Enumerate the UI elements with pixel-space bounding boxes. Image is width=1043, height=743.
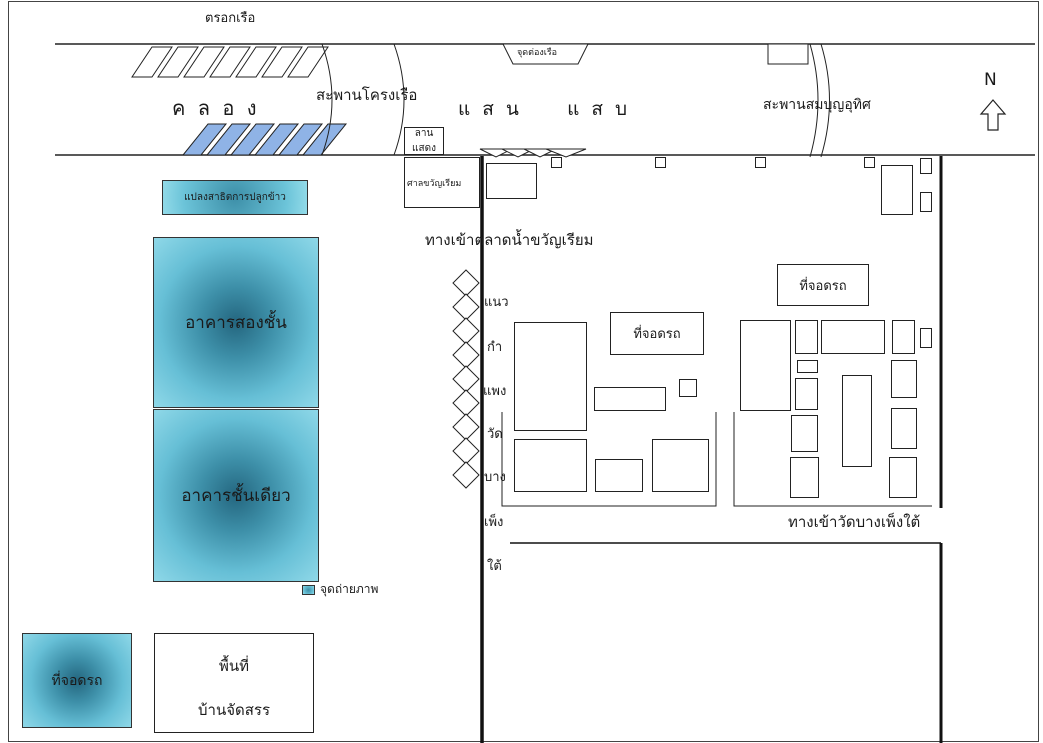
north-arrow-icon	[979, 99, 1007, 131]
market-building	[795, 320, 818, 354]
market-building	[920, 328, 932, 348]
show-yard: ลานแสดง	[404, 127, 444, 155]
label-area-2: บ้านจัดสรร	[198, 701, 270, 719]
parking-center: ที่จอดรถ	[610, 312, 704, 355]
map-frame	[8, 1, 1039, 742]
boat-slips-outline	[131, 46, 329, 78]
market-building	[821, 320, 885, 354]
label-wall-word: เพ็ง	[484, 515, 504, 530]
housing-estate-area: พื้นที่ บ้านจัดสรร	[154, 633, 314, 733]
label-north: N	[984, 70, 997, 90]
market-building	[486, 163, 537, 199]
wall-diamonds	[452, 269, 480, 489]
market-marker	[755, 157, 766, 168]
label-bridge-sombun: สะพานสมบุญอุทิศ	[763, 97, 871, 113]
two-storey-building: อาคารสองชั้น	[153, 237, 319, 408]
market-building	[740, 320, 791, 411]
label-wall-word: แพง	[483, 384, 507, 399]
label-parking-right: ที่จอดรถ	[799, 278, 847, 294]
market-building	[679, 379, 697, 397]
market-building	[790, 457, 819, 498]
market-building	[791, 415, 818, 452]
market-marker	[864, 157, 875, 168]
demo-rice-plot: แปลงสาธิตการปลูกข้าว	[162, 180, 308, 215]
market-building	[514, 322, 587, 431]
boat-slips-blue	[181, 123, 348, 156]
label-shrine: ศาลขวัญเรียม	[407, 179, 462, 189]
label-boat-stop: จุดต่องเรือ	[517, 48, 558, 58]
label-wall-word: กำ	[487, 340, 503, 355]
shrine: ศาลขวัญเรียม	[404, 157, 480, 208]
photo-point-icon	[302, 585, 315, 595]
label-wall-word: วัด	[487, 427, 503, 442]
label-canal: ค ล อ ง	[172, 96, 260, 120]
market-building	[594, 387, 666, 411]
market-building	[892, 320, 915, 354]
label-wall-word: แนว	[484, 295, 509, 310]
label-demo-rice: แปลงสาธิตการปลูกข้าว	[184, 192, 286, 203]
bridge-sombun	[809, 43, 830, 158]
label-parking-center: ที่จอดรถ	[633, 327, 681, 342]
label-two-storey: อาคารสองชั้น	[185, 313, 287, 333]
one-storey-building: อาคารชั้นเดียว	[153, 409, 319, 582]
market-building	[891, 408, 917, 449]
label-show-yard: ลานแสดง	[412, 128, 436, 154]
market-building	[881, 165, 913, 215]
market-building	[652, 439, 709, 492]
landing-triangles	[479, 148, 587, 158]
market-marker	[920, 158, 932, 174]
market-building	[891, 360, 917, 398]
market-marker	[551, 157, 562, 168]
parking-right: ที่จอดรถ	[777, 264, 869, 306]
market-building	[795, 378, 818, 410]
label-wall-word: บาง	[484, 470, 506, 485]
label-saen-saep: แ ส น แ ส บ	[458, 98, 631, 120]
label-area-1: พื้นที่	[218, 657, 250, 675]
market-building	[797, 360, 818, 373]
market-building	[889, 457, 917, 498]
label-temple-entrance: ทางเข้าวัดบางเพ็งใต้	[788, 513, 921, 531]
parking-blue: ที่จอดรถ	[22, 633, 132, 728]
market-marker	[655, 157, 666, 168]
label-boat-pier: ตรอกเรือ	[205, 11, 256, 26]
label-bridge-boat-shed: สะพานโครงเรือ	[316, 86, 418, 104]
label-wall-word: ใต้	[487, 559, 502, 574]
canal-kiosk	[767, 43, 809, 65]
bridge-boat-shed	[321, 43, 405, 156]
label-photo-point: จุดถ่ายภาพ	[320, 582, 379, 596]
label-parking-blue: ที่จอดรถ	[51, 672, 103, 689]
boat-stop-shape	[502, 43, 589, 65]
market-building	[842, 375, 872, 467]
market-bays	[501, 412, 932, 507]
label-market-entrance: ทางเข้าตลาดน้ำขวัญเรียม	[425, 231, 594, 249]
label-one-storey: อาคารชั้นเดียว	[181, 486, 291, 506]
market-building	[595, 459, 643, 492]
market-marker	[920, 192, 932, 212]
market-building	[514, 439, 587, 492]
